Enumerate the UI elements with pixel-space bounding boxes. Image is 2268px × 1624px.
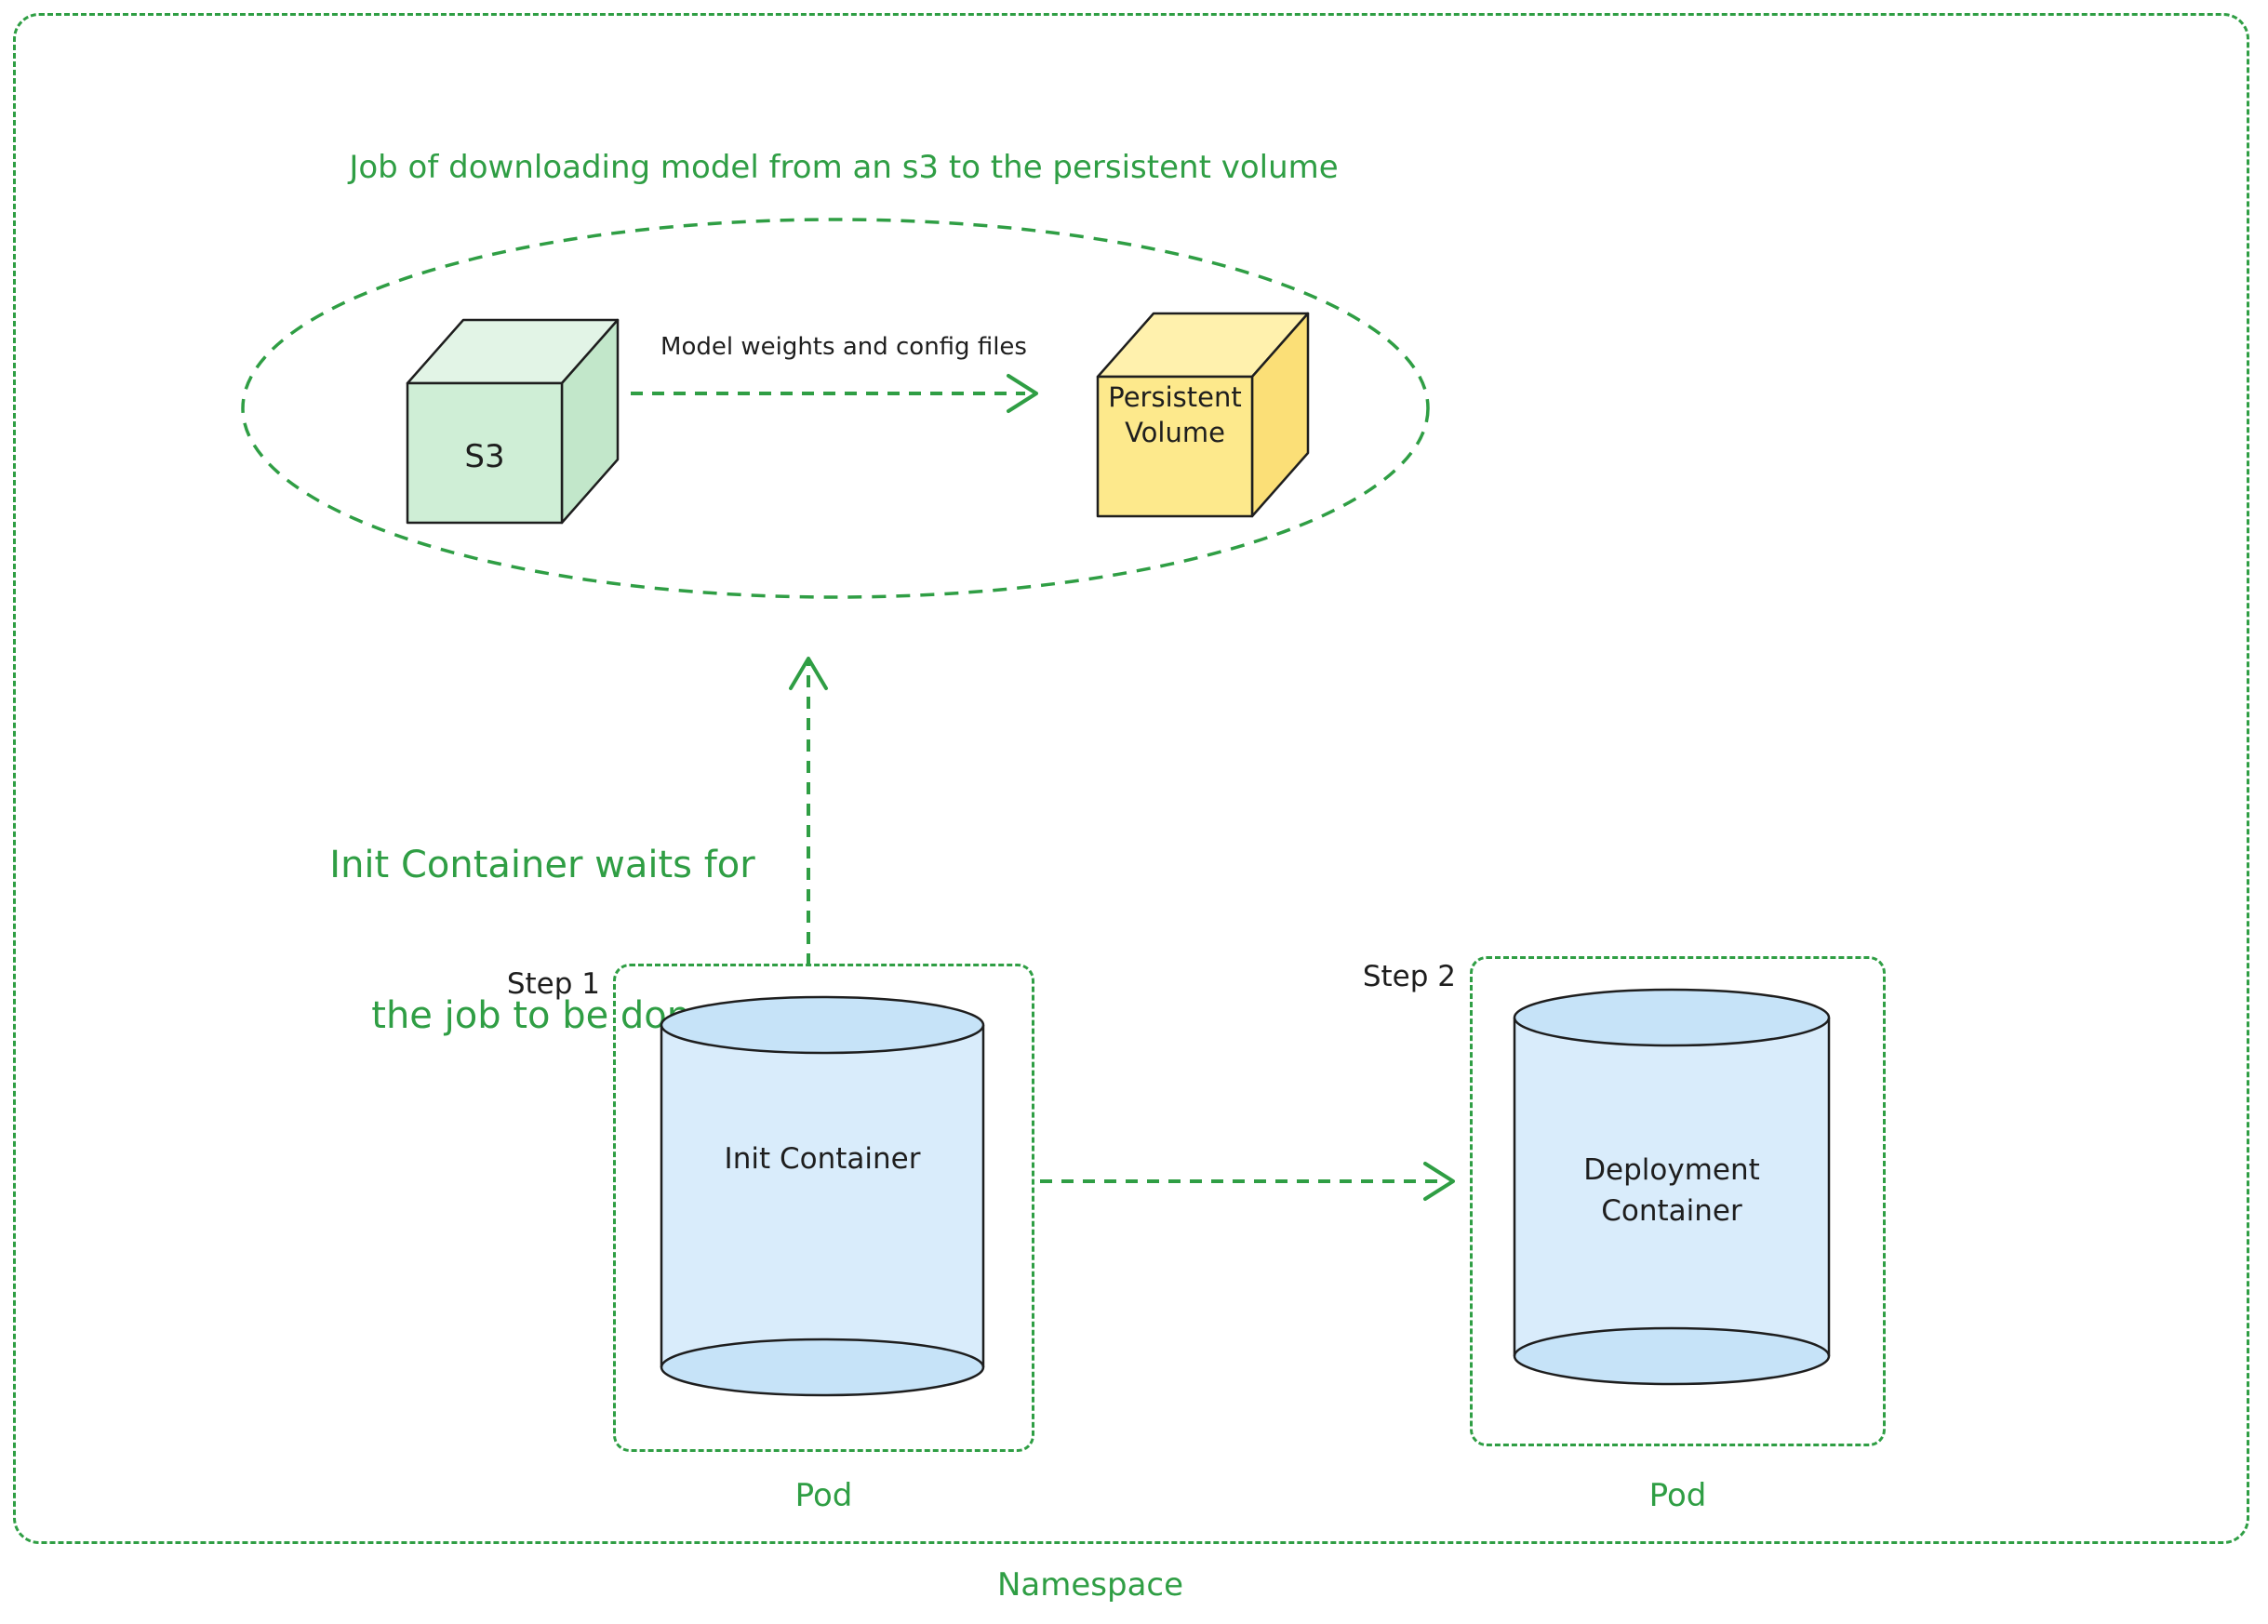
init-waits-arrow (789, 657, 828, 965)
deployment-container-cylinder-icon: Deployment Container (1513, 988, 1831, 1386)
persistent-volume-label-line2: Volume (1125, 417, 1225, 448)
init-waits-label-line1: Init Container waits for (329, 844, 755, 886)
pod1-to-pod2-arrow (1040, 1162, 1455, 1201)
step-2-label: Step 2 (1362, 960, 1456, 993)
persistent-volume-cube-icon: Persistent Volume (1096, 312, 1310, 518)
init-container-cylinder-icon: Init Container (660, 995, 985, 1397)
namespace-label: Namespace (996, 1566, 1184, 1604)
pod-1-boundary (613, 964, 1034, 1452)
step-1-label: Step 1 (506, 967, 600, 1001)
s3-to-pv-arrow (631, 374, 1038, 413)
persistent-volume-label-line1: Persistent (1108, 381, 1241, 413)
pod-2-boundary (1470, 956, 1886, 1446)
deployment-container-label-line2: Container (1601, 1194, 1742, 1228)
model-weights-arrow-label: Model weights and config files (660, 333, 1027, 361)
namespace-boundary-box (13, 13, 2249, 1544)
job-group-title: Job of downloading model from an s3 to t… (349, 149, 1339, 186)
pod-1-label: Pod (794, 1477, 853, 1514)
pod-2-label: Pod (1648, 1477, 1707, 1514)
deployment-container-label-line1: Deployment (1583, 1153, 1760, 1187)
s3-cube-icon: S3 (406, 318, 620, 525)
job-group-ellipse (241, 218, 1430, 599)
init-container-label: Init Container (725, 1142, 921, 1176)
s3-label: S3 (464, 438, 504, 475)
